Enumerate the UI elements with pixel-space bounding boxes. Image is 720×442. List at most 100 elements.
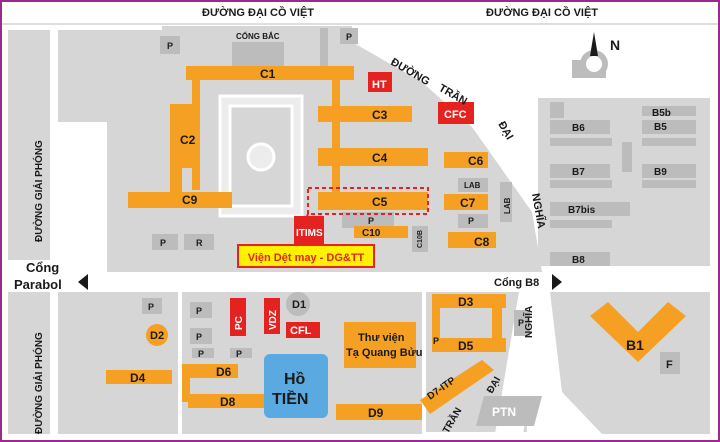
street-tdn-4: NGHĨA (529, 192, 548, 229)
label-f: F (666, 359, 673, 371)
svg-text:P: P (160, 238, 166, 248)
label-cfl: CFL (290, 325, 312, 337)
gate-cong-b8: Cổng B8 (494, 277, 539, 289)
label-b5: B5 (654, 122, 667, 133)
label-lab-2: LAB (503, 197, 512, 214)
label-b9: B9 (654, 167, 667, 178)
label-c10: C10 (362, 228, 381, 239)
building-c2[interactable] (170, 104, 200, 192)
block-south-west (58, 292, 178, 434)
label-c7: C7 (460, 196, 476, 210)
label-b5b: B5b (652, 108, 671, 119)
svg-text:P: P (236, 349, 242, 359)
svg-text:P: P (167, 41, 173, 51)
svg-text:P: P (518, 318, 524, 328)
label-lake-2: TIỀN (272, 389, 308, 408)
building-c4[interactable] (318, 148, 428, 166)
svg-text:P: P (346, 32, 352, 42)
building-d6[interactable] (182, 364, 238, 378)
svg-text:P: P (196, 332, 202, 342)
road-strip (58, 6, 308, 22)
left-arrow-icon (78, 274, 88, 290)
label-d8: D8 (220, 395, 236, 409)
label-c9: C9 (182, 193, 198, 207)
label-d2: D2 (150, 330, 164, 342)
main-road-east-west (2, 274, 718, 290)
building-ht[interactable] (368, 72, 392, 92)
building-c9[interactable] (128, 192, 232, 208)
orange-buildings (106, 66, 686, 420)
highlight-box (307, 187, 429, 215)
red-buildings (230, 72, 474, 338)
building-d3[interactable] (432, 294, 506, 308)
svg-text:P: P (433, 336, 439, 346)
label-b7bis: B7bis (568, 205, 596, 216)
svg-text:P: P (198, 349, 204, 359)
street-tdn-lower-3: NGHĨA (522, 306, 535, 338)
label-c4: C4 (372, 151, 388, 165)
building-cfc[interactable] (438, 102, 474, 124)
label-b6: B6 (572, 123, 585, 134)
building-d9[interactable] (336, 404, 422, 420)
label-b7: B7 (572, 167, 585, 178)
gate-parabol-2: Parabol (14, 277, 62, 292)
label-c5: C5 (372, 195, 388, 209)
label-c8: C8 (474, 235, 490, 249)
building-c7[interactable] (444, 194, 488, 210)
svg-text:P: P (468, 216, 474, 226)
building-c3[interactable] (318, 106, 412, 122)
courtyard (218, 94, 304, 218)
building-c6[interactable] (444, 152, 488, 168)
label-c2: C2 (180, 133, 196, 147)
label-c1: C1 (260, 67, 276, 81)
svg-text:P: P (148, 302, 154, 312)
building-c8[interactable] (448, 232, 496, 248)
north-arrow-icon (580, 32, 608, 78)
svg-text:P: P (368, 216, 374, 226)
label-d9: D9 (368, 406, 384, 420)
label-pc: PC (234, 316, 245, 330)
lake-ho-tien (264, 354, 328, 418)
label-ht: HT (372, 79, 387, 91)
building-d2[interactable] (146, 324, 168, 346)
svg-text:P: P (196, 306, 202, 316)
building-d1[interactable] (286, 292, 310, 316)
street-giai-phong-lower: ĐƯỜNG GIẢI PHÓNG (32, 332, 45, 434)
label-vdz: VDZ (268, 310, 279, 330)
street-giai-phong-upper: ĐƯỜNG GIẢI PHÓNG (32, 140, 45, 242)
building-d5[interactable] (432, 338, 506, 352)
building-d4[interactable] (106, 370, 172, 384)
building-pc[interactable] (230, 298, 246, 336)
label-c6: C6 (468, 154, 484, 168)
label-d4: D4 (130, 371, 146, 385)
block-west (8, 30, 50, 260)
building-d8[interactable] (188, 394, 264, 408)
block-west-lower (8, 292, 50, 434)
building-vdz[interactable] (264, 298, 280, 334)
label-d1: D1 (292, 299, 306, 311)
compass-label: N (610, 37, 620, 53)
gate-cong-bac: CỔNG BẮC (236, 32, 280, 41)
label-lab-1: LAB (464, 181, 481, 190)
building-c5[interactable] (318, 192, 428, 210)
highlight-label: Viện Dệt may - DG&TT (237, 244, 375, 268)
building-d7-itp[interactable] (420, 360, 494, 414)
label-ptn: PTN (492, 405, 516, 419)
building-cfl[interactable] (286, 322, 320, 338)
label-d5: D5 (458, 339, 474, 353)
gray-buildings (142, 28, 696, 374)
label-d3: D3 (458, 295, 474, 309)
building-c10[interactable] (354, 226, 408, 238)
road-inner-2 (422, 290, 426, 440)
road-giai-phong-inner (50, 22, 58, 440)
label-b8: B8 (572, 255, 585, 266)
street-dai-co-viet-right: ĐƯỜNG ĐẠI CỒ VIỆT (486, 6, 598, 19)
building-library[interactable] (344, 322, 416, 368)
building-c1[interactable] (186, 66, 354, 80)
building-ptn[interactable] (476, 396, 542, 426)
svg-text:R: R (196, 238, 203, 248)
label-cfc: CFC (444, 109, 467, 121)
building-b1[interactable] (590, 302, 686, 362)
